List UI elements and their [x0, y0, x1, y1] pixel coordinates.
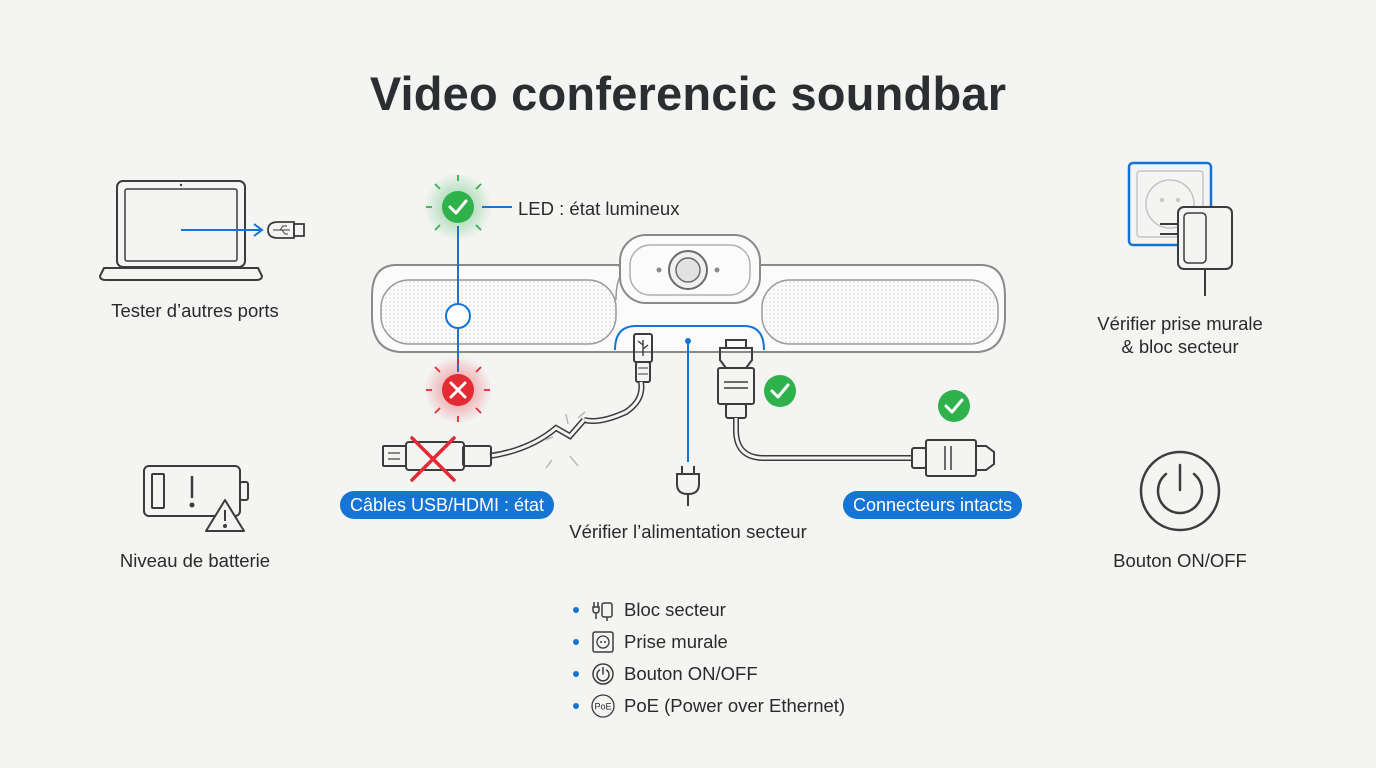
laptop-icon — [98, 180, 264, 281]
legend-label: Bouton ON/OFF — [624, 663, 758, 684]
bullet — [573, 671, 579, 677]
legend-label: PoE (Power over Ethernet) — [624, 695, 846, 716]
label-led: LED : état lumineux — [518, 198, 680, 219]
bullet — [573, 639, 579, 645]
page-title: Video conferencic soundbar — [369, 67, 1007, 120]
cross-mark-icon — [410, 436, 456, 482]
legend-item: Bloc secteur — [568, 594, 845, 626]
label-wall-line1: Vérifier prise murale — [1097, 313, 1263, 334]
legend-label: Bloc secteur — [624, 599, 726, 620]
hdmi-cable — [717, 339, 995, 477]
power-plug-icon — [676, 338, 700, 506]
wall-socket-adapter-icon — [1127, 161, 1233, 296]
usb-cable — [382, 333, 653, 471]
label-cables: Câbles USB/HDMI : état — [340, 491, 555, 519]
battery-low-icon — [143, 465, 249, 532]
power-button-icon — [1139, 450, 1221, 532]
legend-item: Bouton ON/OFF — [568, 658, 845, 690]
check-mark-icon — [764, 375, 970, 422]
label-wall: Vérifier prise murale & bloc secteur — [1060, 312, 1300, 358]
legend-item: PoE PoE (Power over Ethernet) — [568, 690, 845, 722]
label-power: Vérifier l’alimentation secteur — [569, 521, 807, 542]
poe-badge-text: PoE — [594, 702, 611, 712]
legend-list: Bloc secteur Prise murale Bouton ON/OFF … — [568, 594, 845, 722]
power-adapter-icon — [592, 602, 613, 621]
label-ports: Tester d’autres ports — [111, 300, 279, 321]
power-button-small-icon — [592, 663, 614, 685]
wall-socket-icon — [592, 631, 614, 653]
soundbar-device — [371, 234, 1006, 353]
bullet — [573, 703, 579, 709]
usb-plug-arrow-icon — [181, 221, 305, 239]
label-connectors: Connecteurs intacts — [843, 491, 1023, 519]
label-wall-line2: & bloc secteur — [1121, 336, 1239, 357]
legend-item: Prise murale — [568, 626, 845, 658]
label-battery: Niveau de batterie — [119, 550, 271, 571]
bullet — [573, 607, 579, 613]
poe-icon: PoE — [591, 694, 615, 718]
label-onoff: Bouton ON/OFF — [1113, 550, 1247, 571]
legend-label: Prise murale — [624, 631, 728, 652]
led-indicator — [424, 173, 512, 424]
